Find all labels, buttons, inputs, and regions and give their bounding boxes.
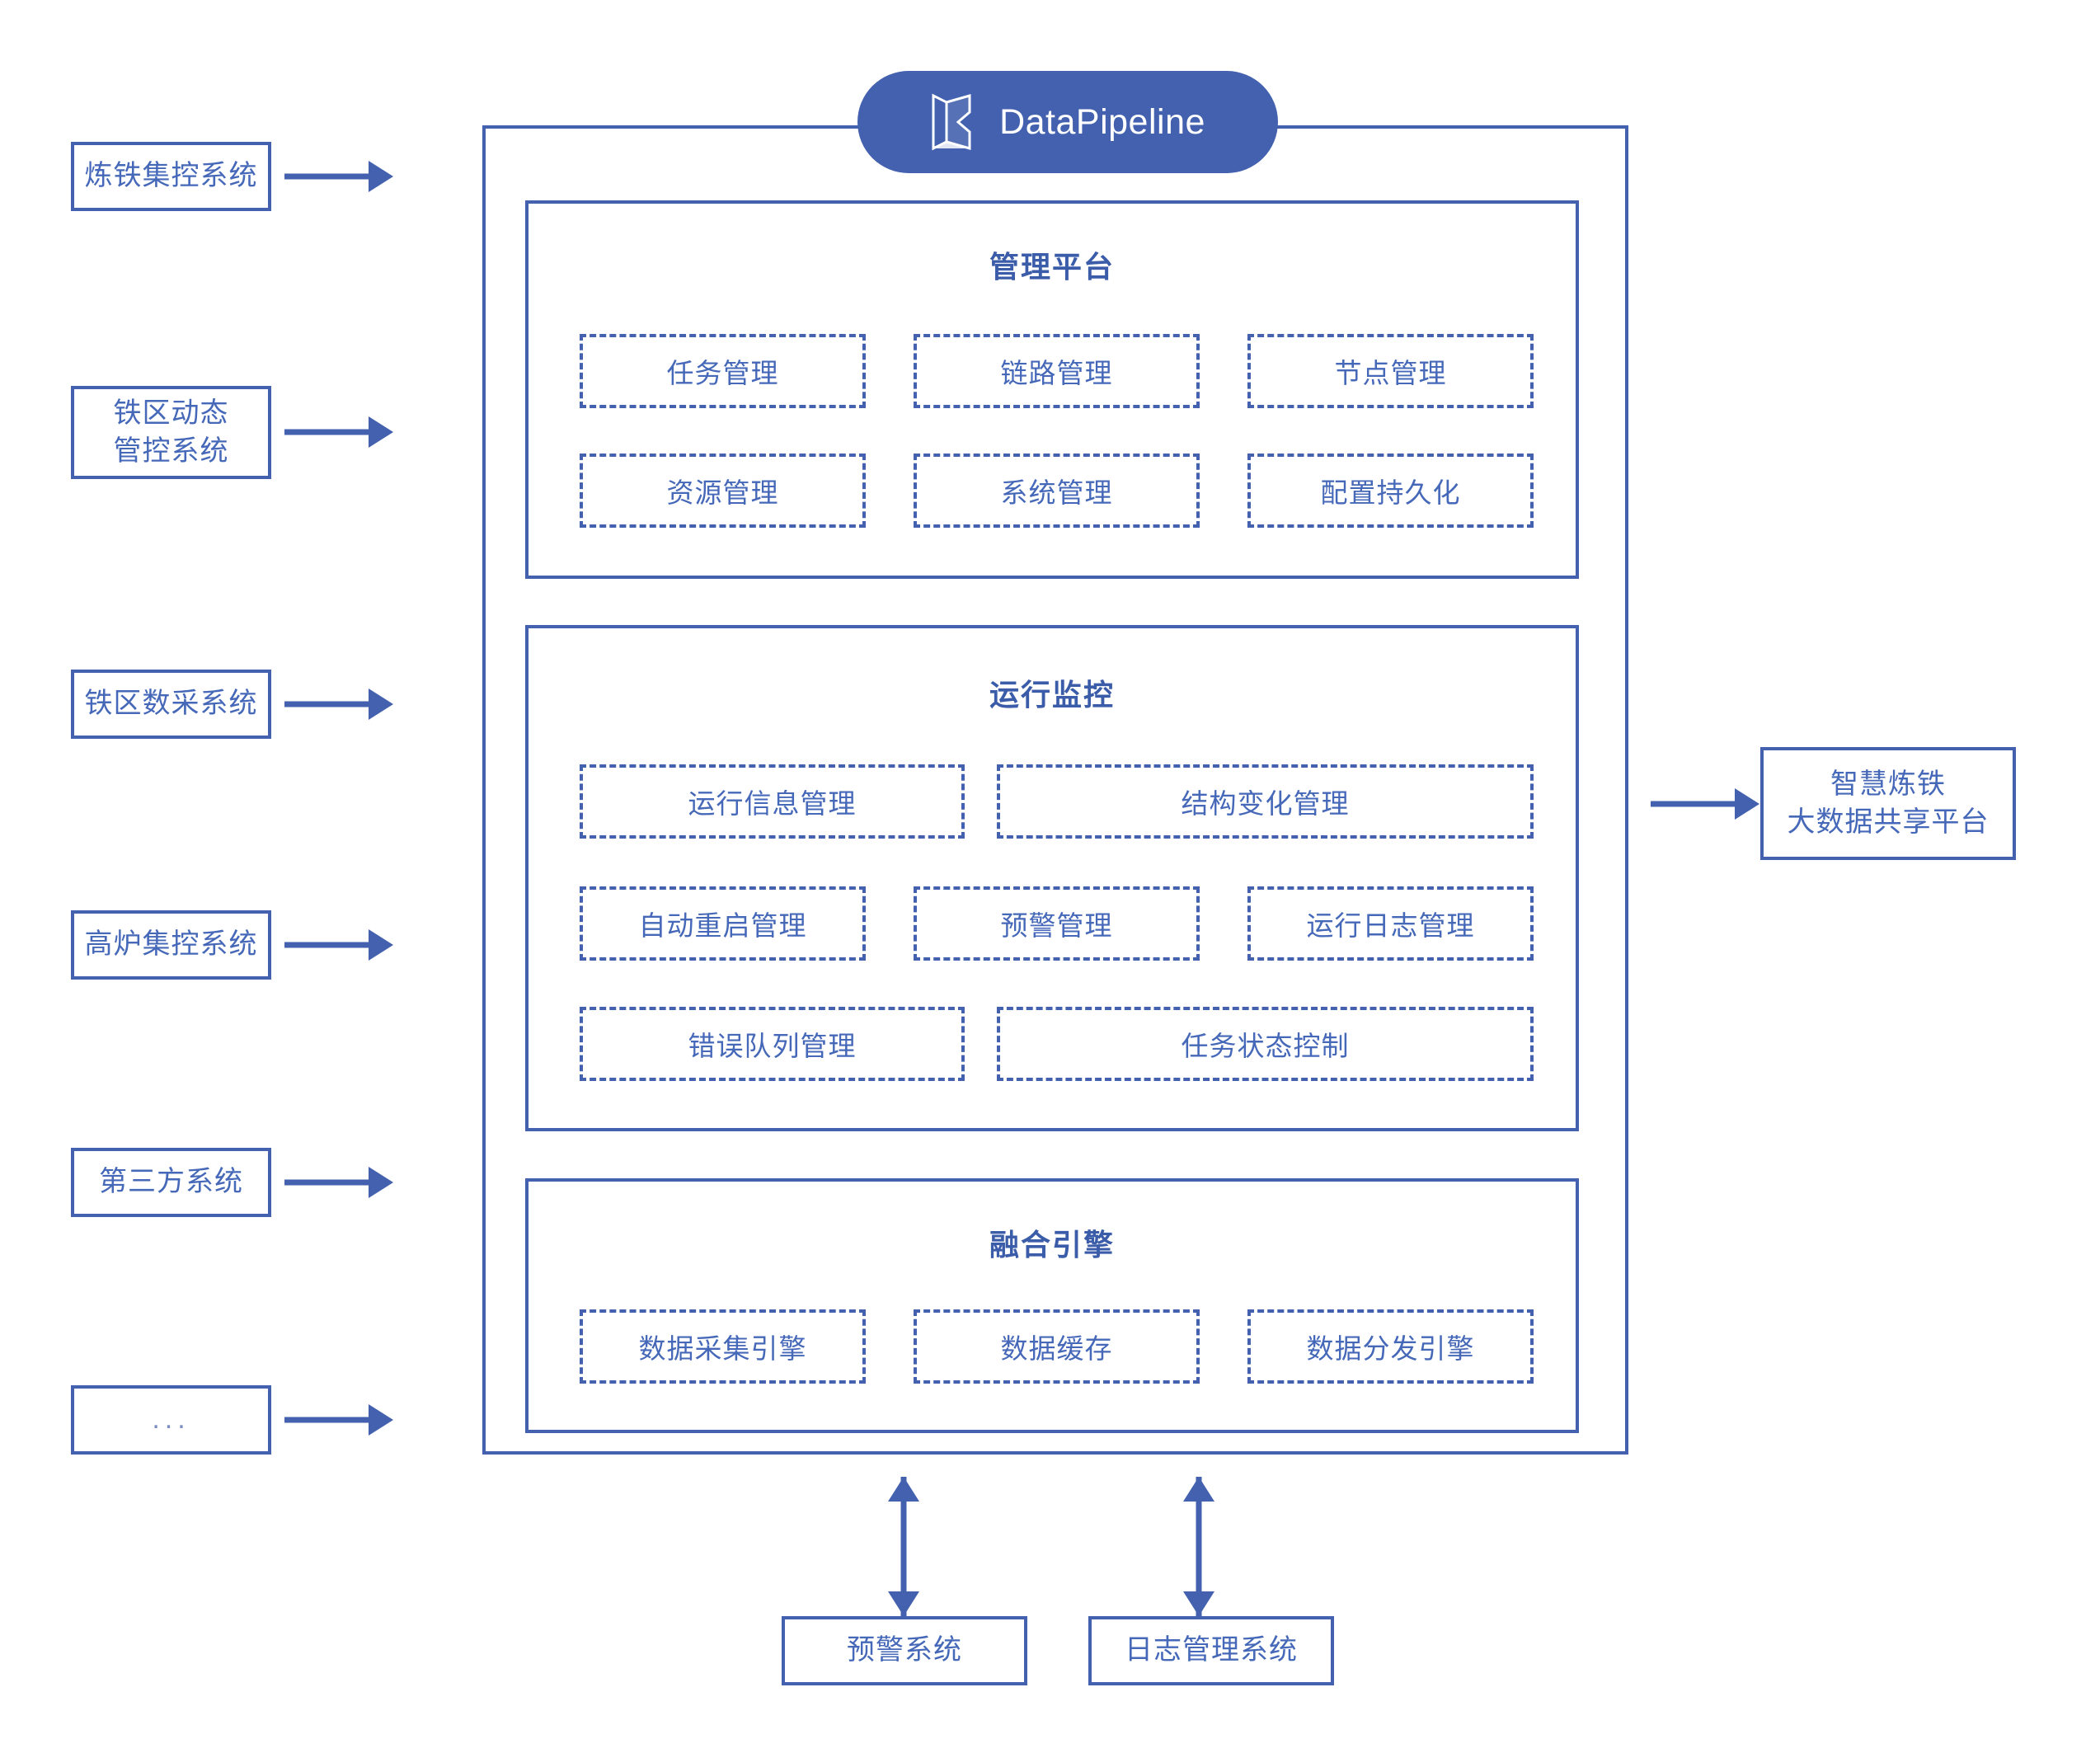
module-node-management[interactable]: 节点管理 bbox=[1247, 334, 1534, 408]
module-label: 系统管理 bbox=[1000, 477, 1113, 508]
datapipeline-logo-icon bbox=[930, 92, 978, 152]
module-system-management[interactable]: 系统管理 bbox=[914, 454, 1200, 528]
module-label: 结构变化管理 bbox=[1181, 788, 1350, 819]
module-label: 自动重启管理 bbox=[638, 910, 807, 941]
input-box-disanfang[interactable]: 第三方系统 bbox=[71, 1148, 271, 1217]
module-label: 资源管理 bbox=[666, 477, 779, 508]
bottom-box-log-management-system[interactable]: 日志管理系统 bbox=[1088, 1616, 1334, 1685]
module-task-state-control[interactable]: 任务状态控制 bbox=[997, 1007, 1534, 1081]
input-box-tiequ-shucai[interactable]: 铁区数采系统 bbox=[71, 670, 271, 739]
module-label: 错误队列管理 bbox=[688, 1031, 857, 1061]
input-box-label: ... bbox=[152, 1403, 190, 1436]
module-data-distribution-engine[interactable]: 数据分发引擎 bbox=[1247, 1309, 1534, 1384]
bottom-box-label: 日志管理系统 bbox=[1125, 1634, 1298, 1666]
input-box-label-line2: 管控系统 bbox=[113, 435, 229, 467]
input-box-label: 炼铁集控系统 bbox=[84, 160, 258, 192]
datapipeline-logo-badge: DataPipeline bbox=[857, 71, 1278, 173]
output-box-label-line1: 智慧炼铁 bbox=[1830, 768, 1946, 800]
module-data-cache[interactable]: 数据缓存 bbox=[914, 1309, 1200, 1384]
input-box-label-line1: 铁区动态 bbox=[113, 397, 229, 429]
module-label: 数据分发引擎 bbox=[1306, 1333, 1475, 1364]
input-box-label: 铁区数采系统 bbox=[84, 688, 258, 720]
module-label: 链路管理 bbox=[1000, 358, 1113, 388]
section-title: 融合引擎 bbox=[989, 1228, 1115, 1262]
module-auto-restart-management[interactable]: 自动重启管理 bbox=[580, 886, 866, 961]
arrow-bidirectional-log bbox=[1182, 1477, 1216, 1616]
section-title: 运行监控 bbox=[989, 678, 1115, 712]
output-box-label-line2: 大数据共享平台 bbox=[1787, 806, 1990, 838]
module-alert-management[interactable]: 预警管理 bbox=[914, 886, 1200, 961]
module-label: 配置持久化 bbox=[1320, 477, 1461, 508]
module-data-collection-engine[interactable]: 数据采集引擎 bbox=[580, 1309, 866, 1384]
output-box-smart-ironmaking-platform[interactable]: 智慧炼铁 大数据共享平台 bbox=[1760, 747, 2016, 860]
bottom-box-label: 预警系统 bbox=[847, 1634, 962, 1666]
module-runtime-log-management[interactable]: 运行日志管理 bbox=[1247, 886, 1534, 961]
section-title: 管理平台 bbox=[989, 250, 1115, 284]
section-fusion-engine: 融合引擎 数据采集引擎 数据缓存 数据分发引擎 bbox=[525, 1178, 1579, 1433]
input-box-tiequ-dongtai[interactable]: 铁区动态 管控系统 bbox=[71, 386, 271, 479]
section-runtime-monitoring: 运行监控 运行信息管理 结构变化管理 自动重启管理 预警管理 运行日志管理 错误… bbox=[525, 625, 1579, 1131]
input-box-ellipsis[interactable]: ... bbox=[71, 1385, 271, 1455]
arrow-bidirectional-alert bbox=[886, 1477, 921, 1616]
module-structure-change-management[interactable]: 结构变化管理 bbox=[997, 764, 1534, 839]
module-label: 数据采集引擎 bbox=[638, 1333, 807, 1364]
module-label: 任务管理 bbox=[666, 358, 779, 388]
module-label: 节点管理 bbox=[1334, 358, 1447, 388]
input-box-label: 第三方系统 bbox=[99, 1166, 243, 1198]
module-label: 运行日志管理 bbox=[1306, 910, 1475, 941]
module-config-persistence[interactable]: 配置持久化 bbox=[1247, 454, 1534, 528]
module-task-management[interactable]: 任务管理 bbox=[580, 334, 866, 408]
module-runtime-info-management[interactable]: 运行信息管理 bbox=[580, 764, 965, 839]
input-box-lianti-jikong[interactable]: 炼铁集控系统 bbox=[71, 142, 271, 211]
module-error-queue-management[interactable]: 错误队列管理 bbox=[580, 1007, 965, 1081]
bottom-box-alert-system[interactable]: 预警系统 bbox=[782, 1616, 1027, 1685]
module-label: 数据缓存 bbox=[1000, 1333, 1113, 1364]
input-box-gaolu-jikong[interactable]: 高炉集控系统 bbox=[71, 910, 271, 980]
input-box-label: 高炉集控系统 bbox=[84, 928, 258, 961]
module-label: 预警管理 bbox=[1000, 910, 1113, 941]
module-label: 运行信息管理 bbox=[688, 788, 857, 819]
brand-name: DataPipeline bbox=[999, 101, 1205, 142]
module-resource-management[interactable]: 资源管理 bbox=[580, 454, 866, 528]
section-management-platform: 管理平台 任务管理 链路管理 节点管理 资源管理 系统管理 配置持久化 bbox=[525, 200, 1579, 579]
module-link-management[interactable]: 链路管理 bbox=[914, 334, 1200, 408]
module-label: 任务状态控制 bbox=[1181, 1031, 1350, 1061]
